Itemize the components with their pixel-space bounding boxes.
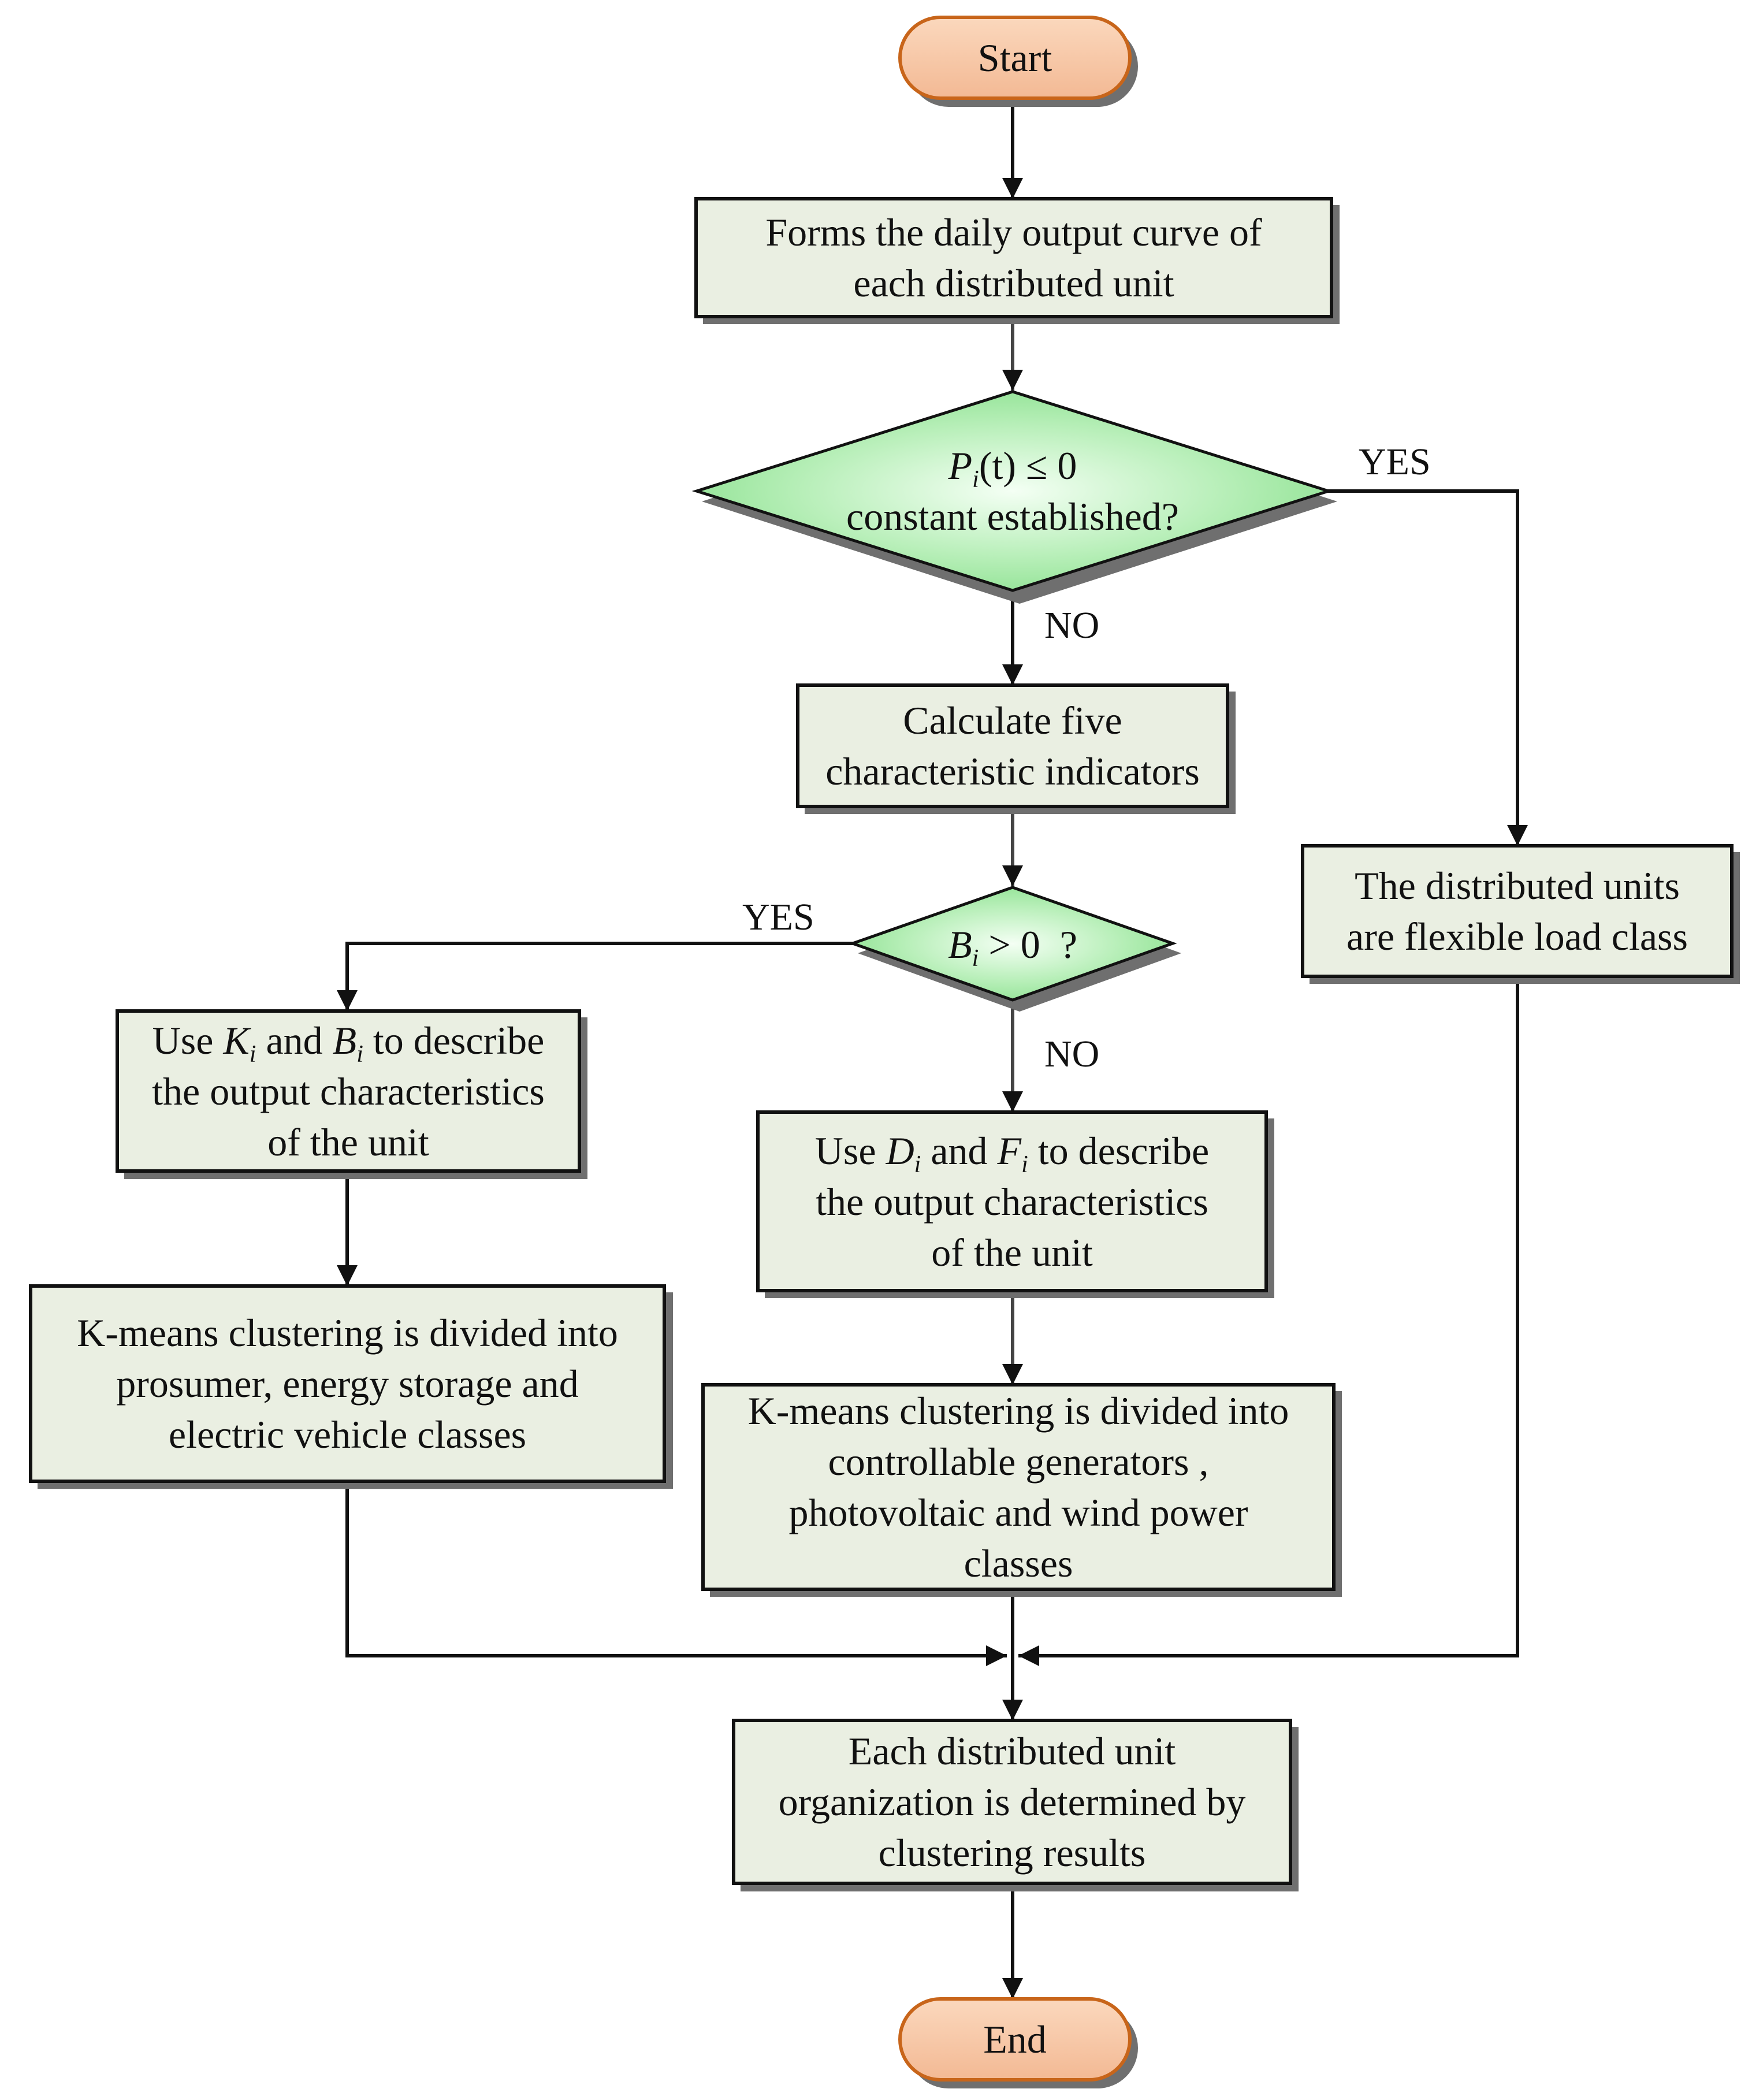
end-label: End (983, 2017, 1047, 2061)
start-terminal (898, 16, 1132, 100)
decision2-expression: Bi > 0 ? (948, 923, 1077, 972)
flexible-box (1301, 844, 1734, 978)
edge-kmeans-left-to-merge (345, 1484, 1007, 1666)
kmeans-mid-label: K-means clustering is divided into contr… (747, 1389, 1289, 1585)
start-label: Start (977, 36, 1052, 80)
use-k-box (116, 1009, 581, 1173)
flexible-label: The distributed units are flexible load … (1346, 864, 1688, 958)
use-d-label: Use Di and Fi to describe the output cha… (758, 1112, 1266, 1291)
kmeans-left-box (29, 1284, 666, 1483)
result-box (732, 1719, 1292, 1885)
decision1-no-label: NO (1044, 604, 1100, 646)
end-terminal (898, 1997, 1132, 2082)
calc-label: Calculate five characteristic indicators (825, 698, 1200, 793)
calc-box (796, 683, 1229, 808)
decision2-no-label: NO (1044, 1033, 1100, 1075)
use-d-box (756, 1110, 1268, 1292)
kmeans-left-label: K-means clustering is divided into prosu… (77, 1311, 618, 1456)
use-k-line1: Use Ki and Bi to describe (152, 1018, 545, 1068)
connectors (337, 98, 1528, 1999)
decision1-diamond (691, 390, 1334, 592)
decision2-label: Bi > 0 ? (901, 913, 1124, 976)
use-k-label: Use Ki and Bi to describe the output cha… (117, 1011, 579, 1171)
decision1-yes-label: YES (1359, 441, 1431, 483)
shapes (29, 16, 1734, 2082)
decision1-label: Pi(t) ≤ 0 constant established? (751, 428, 1274, 555)
edge-flexible-to-merge (1018, 976, 1519, 1666)
form-curve-label: Forms the daily output curve of each dis… (765, 210, 1262, 305)
form-curve-box (694, 197, 1333, 318)
edge-decision2-yes (337, 942, 855, 1011)
decision2-diamond (848, 886, 1177, 1002)
decision1-expression: Pi(t) ≤ 0 (948, 444, 1077, 493)
decision2-yes-label: YES (742, 896, 814, 938)
kmeans-mid-box (701, 1383, 1336, 1591)
result-label: Each distributed unit organization is de… (778, 1729, 1246, 1875)
use-d-line1: Use Di and Fi to describe (814, 1128, 1210, 1178)
edge-decision1-yes (1327, 489, 1528, 846)
